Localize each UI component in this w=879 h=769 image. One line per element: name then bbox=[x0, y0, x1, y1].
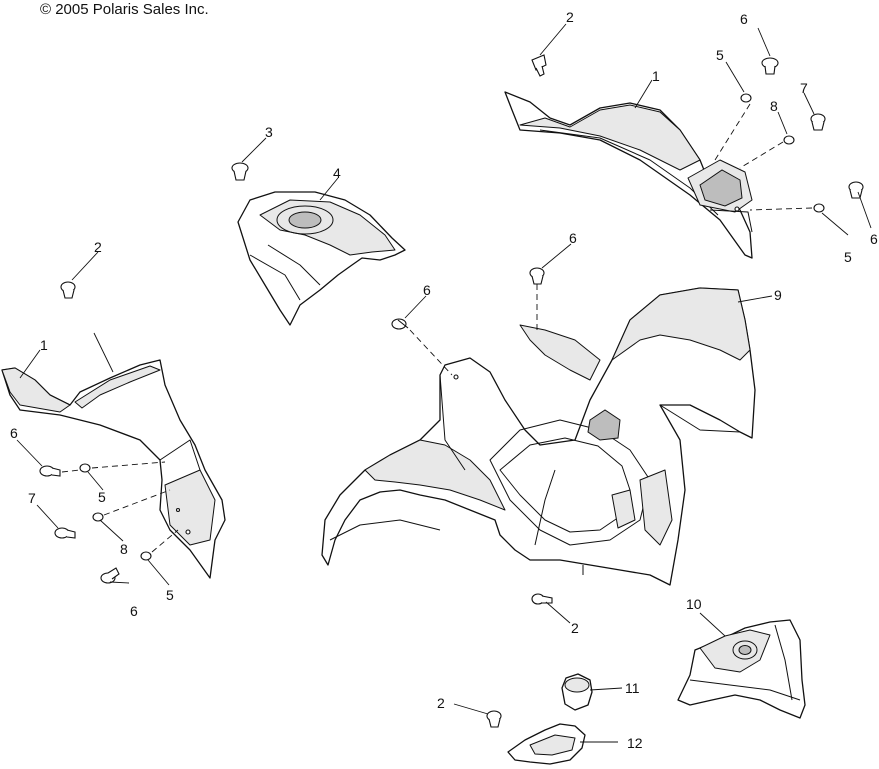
callout-9: 9 bbox=[774, 287, 782, 303]
screw-icon bbox=[486, 710, 502, 728]
part-headlight-pod bbox=[237, 191, 406, 326]
part-grommet bbox=[561, 673, 593, 711]
fasteners bbox=[39, 54, 864, 728]
screw-icon bbox=[531, 54, 547, 77]
callout-1: 1 bbox=[652, 68, 660, 84]
screw-icon bbox=[529, 267, 545, 285]
callout-6: 6 bbox=[423, 282, 431, 298]
callout-3: 3 bbox=[265, 124, 273, 140]
callout-5: 5 bbox=[166, 587, 174, 603]
callout-5: 5 bbox=[98, 489, 106, 505]
leader-lines bbox=[16, 23, 872, 743]
screw-icon bbox=[761, 57, 779, 75]
callout-6: 6 bbox=[870, 231, 878, 247]
callout-11: 11 bbox=[625, 680, 640, 696]
washer-icon bbox=[783, 135, 795, 145]
washer-icon bbox=[140, 551, 152, 561]
screw-icon bbox=[848, 181, 864, 199]
callout-8: 8 bbox=[120, 541, 128, 557]
screw-icon bbox=[231, 162, 249, 181]
screw-icon bbox=[54, 527, 76, 539]
callout-6: 6 bbox=[740, 11, 748, 27]
washer-icon bbox=[92, 512, 104, 522]
callout-12: 12 bbox=[627, 735, 643, 751]
callout-2: 2 bbox=[566, 9, 574, 25]
callout-5: 5 bbox=[844, 249, 852, 265]
screw-icon bbox=[810, 113, 826, 131]
callout-7: 7 bbox=[800, 80, 808, 96]
part-front-cab bbox=[321, 287, 756, 586]
washer-icon bbox=[79, 463, 91, 473]
callout-5: 5 bbox=[716, 47, 724, 63]
callout-2: 2 bbox=[571, 620, 579, 636]
callout-2: 2 bbox=[94, 239, 102, 255]
callout-6: 6 bbox=[569, 230, 577, 246]
callout-2: 2 bbox=[437, 695, 445, 711]
callout-10: 10 bbox=[686, 596, 702, 612]
callout-1: 1 bbox=[40, 337, 48, 353]
screw-icon bbox=[60, 281, 76, 299]
callout-7: 7 bbox=[28, 490, 36, 506]
washer-icon bbox=[813, 203, 825, 213]
part-lower-right-assembly bbox=[677, 619, 806, 719]
washer-icon bbox=[740, 93, 752, 103]
part-bracket bbox=[507, 723, 586, 765]
screw-icon bbox=[531, 593, 553, 605]
screw-icon bbox=[391, 318, 409, 330]
callout-6: 6 bbox=[10, 425, 18, 441]
callout-4: 4 bbox=[333, 165, 341, 181]
callout-6: 6 bbox=[130, 603, 138, 619]
copyright-notice: © 2005 Polaris Sales Inc. bbox=[40, 1, 209, 18]
screw-icon bbox=[39, 465, 61, 477]
callout-8: 8 bbox=[770, 98, 778, 114]
callout-labels: 2 6 1 5 8 7 5 6 3 4 2 6 6 9 1 6 5 7 8 5 … bbox=[10, 9, 878, 751]
part-side-panel-right bbox=[504, 91, 753, 259]
screw-icon bbox=[100, 567, 120, 584]
part-side-panel-left bbox=[1, 359, 226, 579]
